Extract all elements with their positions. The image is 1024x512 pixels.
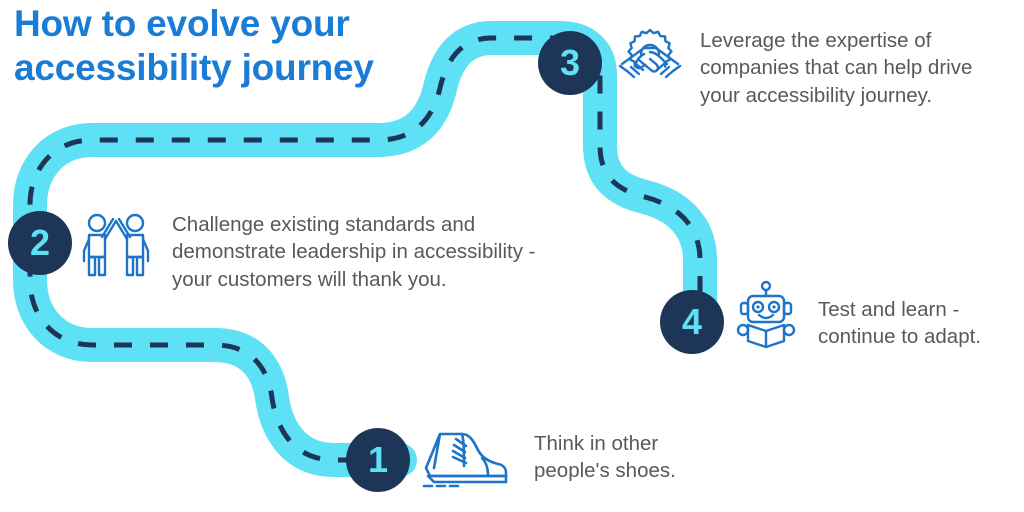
step-text-1: Think in other people's shoes. <box>534 432 676 483</box>
two-people-high-five-icon <box>80 209 152 281</box>
step-marker-4[interactable]: 4 <box>660 290 724 354</box>
step-text-3: Leverage the expertise of companies that… <box>700 29 973 107</box>
step-number-3: 3 <box>559 42 581 83</box>
sneaker-shoe-icon <box>420 424 510 494</box>
robot-reading-book-icon <box>730 279 802 351</box>
step-marker-2[interactable]: 2 <box>8 211 72 275</box>
step-text-2: Challenge existing standards and demonst… <box>172 213 536 291</box>
road-center-dashes <box>27 35 703 463</box>
step-marker-3[interactable]: 3 <box>538 31 602 95</box>
page-title: How to evolve your accessibility journey <box>14 3 374 89</box>
step-marker-1[interactable]: 1 <box>346 428 410 492</box>
handshake-gear-icon <box>614 24 686 96</box>
step-number-4: 4 <box>681 301 703 342</box>
step-number-1: 1 <box>367 439 389 480</box>
step-text-4: Test and learn - continue to adapt. <box>818 298 981 349</box>
step-number-2: 2 <box>29 222 51 263</box>
